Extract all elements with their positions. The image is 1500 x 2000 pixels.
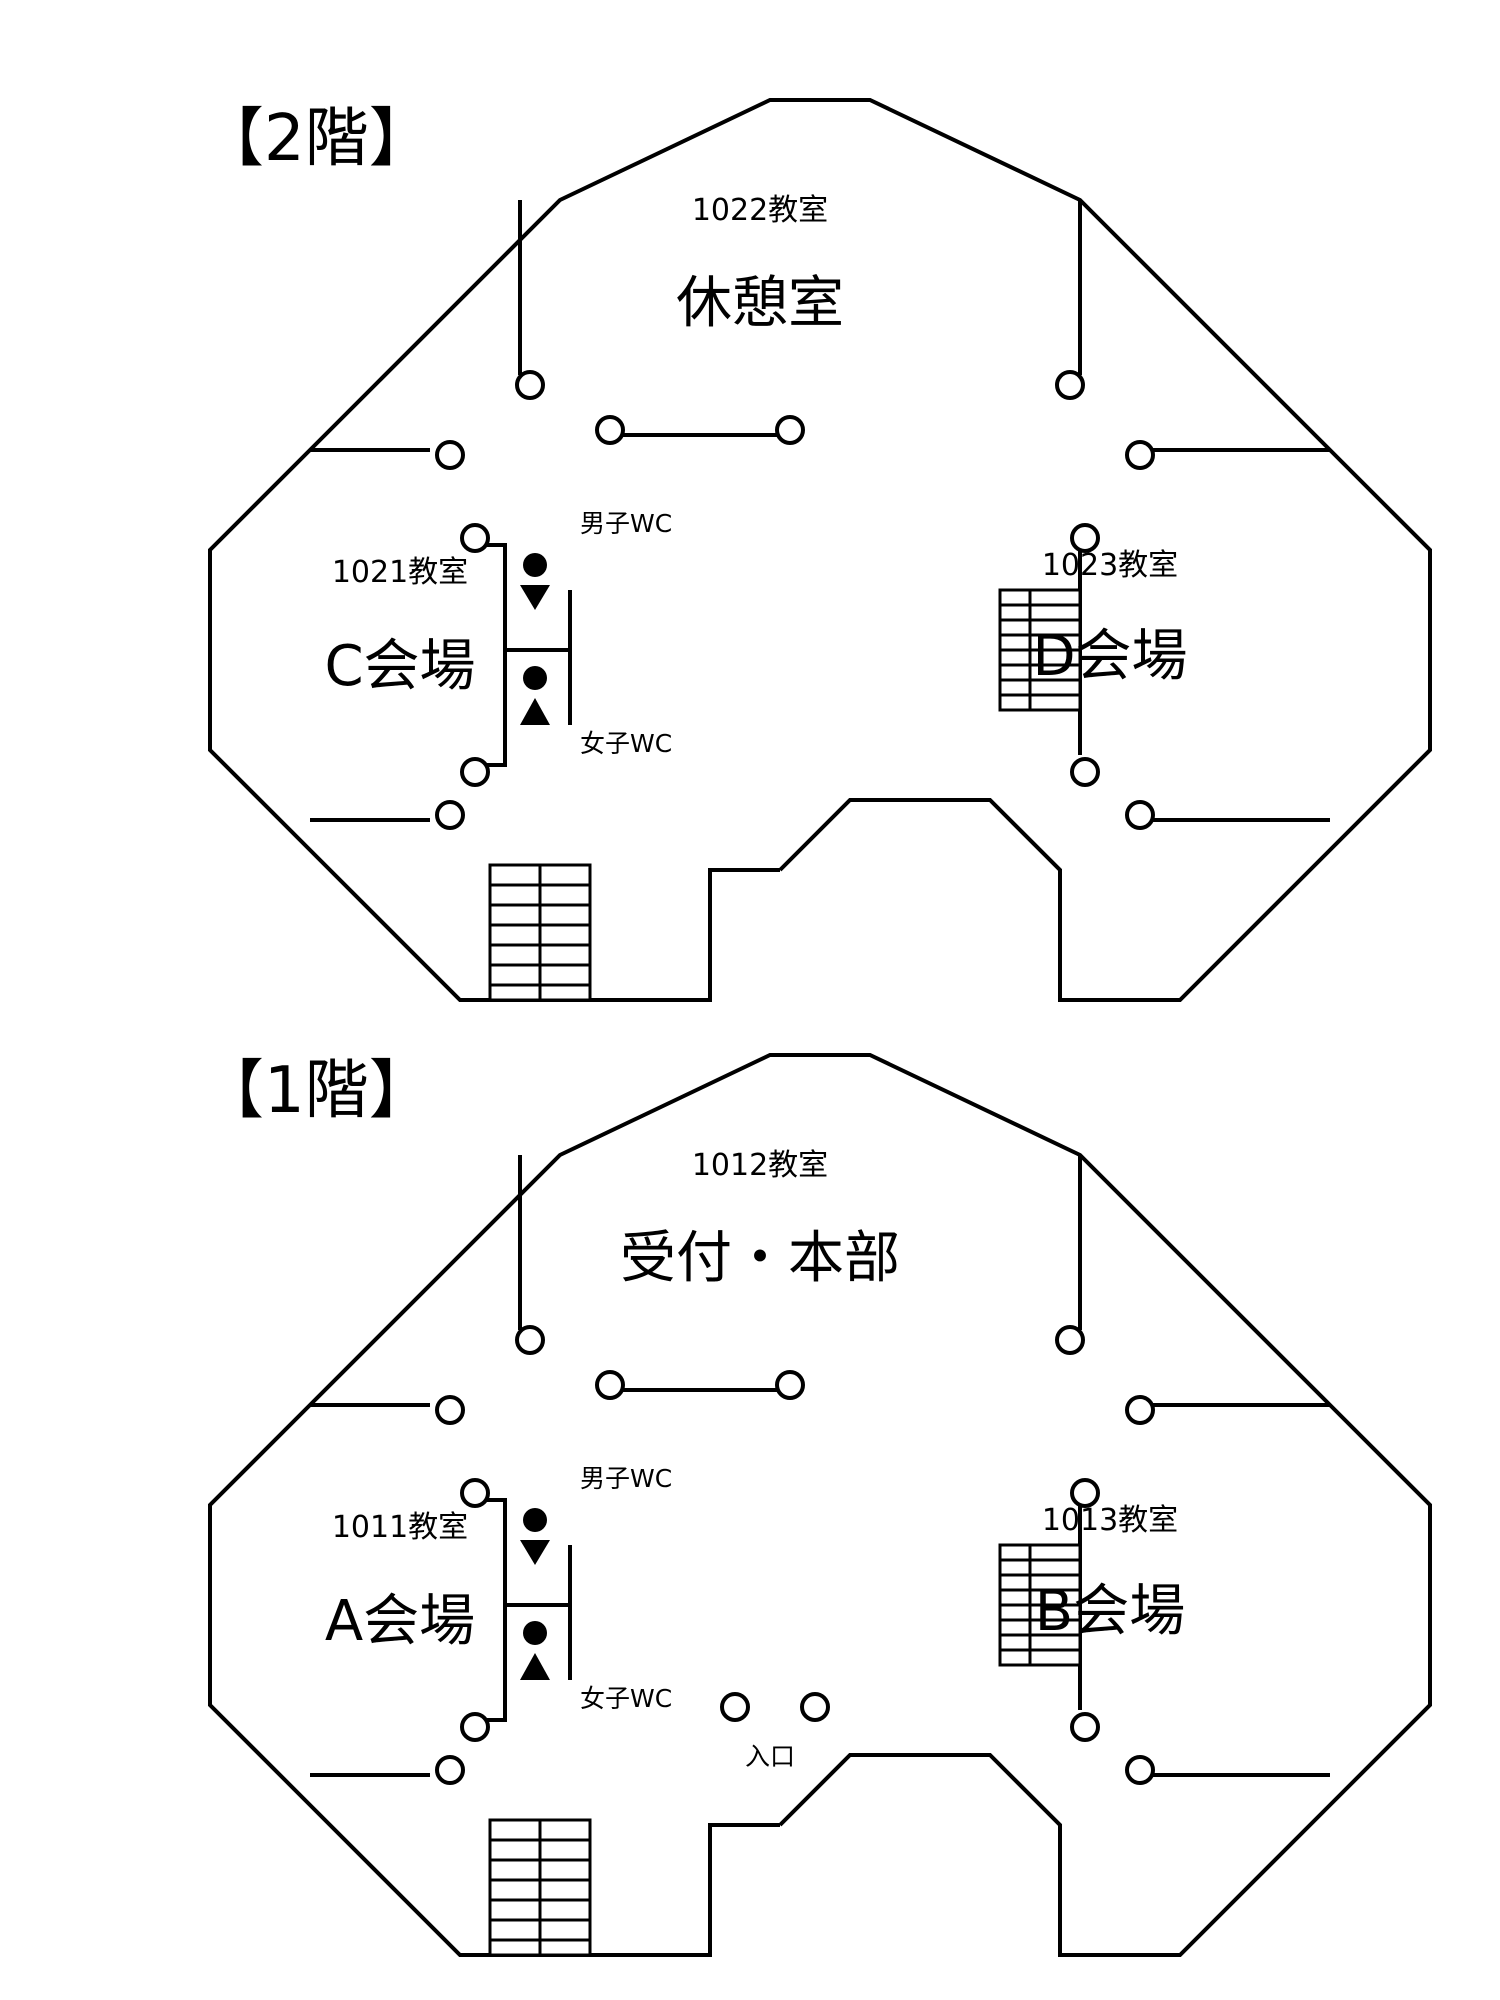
floor-1-plan: 【1階】 1012教室 受付・本部 1011教室 A会場 1013教室 B会場 … [200,1053,1432,1957]
room-1011-number: 1011教室 [332,1510,468,1545]
floor-2-plan: 【2階】 1022教室 休憩室 1021教室 C会場 1023教室 D会場 男子… [200,98,1432,1002]
womens-wc-label: 女子WC [580,729,672,758]
room-1013-name: B会場 [1035,1579,1185,1644]
room-1023-name: D会場 [1032,624,1187,689]
floor-2-title: 【2階】 [200,102,433,176]
room-1012-name: 受付・本部 [620,1226,900,1291]
room-1022-number: 1022教室 [692,193,828,228]
entrance-label: 入口 [745,1742,795,1771]
room-1012-number: 1012教室 [692,1148,828,1183]
womens-wc-label: 女子WC [580,1684,672,1713]
room-1022-name: 休憩室 [676,271,844,336]
mens-wc-label: 男子WC [580,1464,672,1493]
room-1021-number: 1021教室 [332,555,468,590]
entrance-door-right[interactable] [800,1692,830,1722]
room-1023-number: 1023教室 [1042,548,1178,583]
room-1021-name: C会場 [324,634,475,699]
floor-1-title: 【1階】 [200,1054,433,1128]
entrance-door-left[interactable] [720,1692,750,1722]
room-1013-number: 1013教室 [1042,1503,1178,1538]
room-1011-name: A会場 [325,1589,475,1654]
mens-wc-label: 男子WC [580,509,672,538]
